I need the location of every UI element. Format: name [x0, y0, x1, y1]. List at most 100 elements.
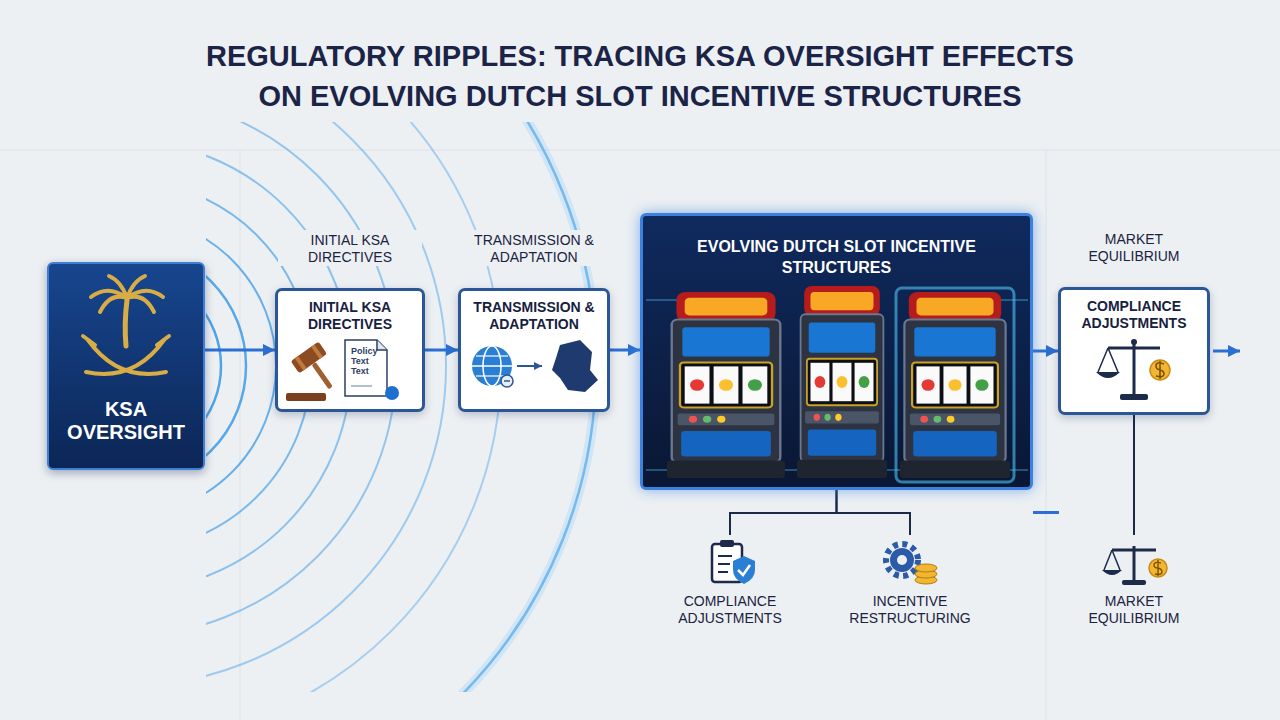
slot-machines — [896, 288, 1014, 482]
saudi-emblem — [86, 340, 164, 374]
scales-icon — [1133, 342, 1136, 396]
clipboard-icon — [712, 544, 742, 582]
grid-line — [0, 150, 1280, 151]
outcome-item: COMPLIANCE ADJUSTMENTS — [655, 535, 805, 645]
scales-icon — [1149, 559, 1167, 577]
saudi-emblem — [127, 276, 145, 298]
tail-arrow — [1213, 351, 1240, 352]
document-icon — [377, 340, 387, 350]
gear-coins-icon — [886, 544, 918, 576]
scales-icon — [1096, 372, 1120, 378]
box-label: COMPLIANCE ADJUSTMENTS — [1061, 297, 1207, 333]
flow-arrow — [1033, 511, 1059, 514]
gear-coins-icon — [890, 548, 914, 572]
outcome-item: MARKET EQUILIBRIUM — [1059, 535, 1209, 645]
slot-machines — [646, 299, 700, 301]
netherlands-map — [552, 340, 598, 392]
saudi-emblem — [83, 336, 95, 345]
process-box: MARKET EQUILIBRIUMCOMPLIANCE ADJUSTMENTS — [1058, 287, 1210, 415]
slot-machines — [646, 300, 1028, 470]
box-heading: INITIAL KSA DIRECTIVES — [278, 230, 422, 266]
clipboard-icon — [738, 565, 750, 575]
gavel-icon — [312, 362, 333, 389]
saudi-emblem — [88, 340, 166, 374]
clipboard-icon — [718, 563, 730, 565]
globe-icon — [476, 375, 508, 376]
document-icon — [385, 386, 399, 400]
flow-arrow — [205, 349, 275, 352]
scales-icon — [1156, 361, 1164, 379]
document-icon — [345, 340, 387, 396]
clipboard-icon — [718, 555, 732, 557]
scales-icon — [1108, 347, 1160, 350]
clipboard-icon — [720, 540, 734, 547]
gear-coins-icon — [915, 576, 937, 584]
panel-heading: EVOLVING DUTCH SLOT INCENTIVE STRUCTURES — [643, 216, 1030, 278]
box-label: INITIAL KSA DIRECTIVES — [278, 298, 422, 334]
clipboard-icon — [733, 556, 755, 584]
outcome-item: INCENTIVE RESTRUCTURING — [835, 535, 985, 645]
gear-coins-icon — [915, 564, 937, 572]
box-heading: MARKET EQUILIBRIUM — [1061, 229, 1207, 265]
gavel-icon — [286, 393, 326, 401]
saudi-emblem — [125, 300, 127, 346]
scales-icon — [1122, 580, 1146, 585]
globe-icon — [501, 375, 513, 387]
branch-line — [1133, 415, 1135, 535]
gavel-icon — [286, 342, 344, 401]
gavel-icon — [291, 342, 345, 398]
gear-coins-icon — [886, 544, 937, 584]
source-box: KSA OVERSIGHT — [47, 262, 205, 470]
outcome-label: COMPLIANCE ADJUSTMENTS — [655, 535, 805, 627]
grid-line — [0, 150, 1280, 720]
slot-machines — [646, 286, 1028, 482]
slot-machines — [667, 292, 785, 478]
document-icon — [345, 340, 399, 400]
saudi-emblem — [109, 276, 127, 298]
globe-icon — [476, 355, 508, 356]
branch-line — [837, 490, 911, 535]
grid-line — [240, 150, 241, 720]
clipboard-icon — [718, 571, 728, 573]
gear-coins-icon — [915, 570, 937, 578]
scales-icon — [1133, 546, 1136, 582]
slot-machines — [646, 469, 1028, 471]
scales-icon — [1154, 560, 1162, 576]
document-icon — [351, 385, 372, 387]
saudi-emblem — [157, 336, 169, 345]
scales-icon — [1104, 550, 1120, 570]
ripple-arcs — [206, 246, 246, 486]
scales-icon — [1150, 360, 1170, 380]
scales-icon — [1131, 339, 1137, 345]
outcome-label: INCENTIVE RESTRUCTURING — [835, 535, 985, 627]
feature-panel: EVOLVING DUTCH SLOT INCENTIVE STRUCTURES — [640, 213, 1033, 490]
globe-icon — [483, 346, 501, 386]
ripple-arcs — [206, 122, 501, 692]
flow-arrow — [610, 349, 640, 352]
ripple-arcs — [206, 271, 221, 461]
ripple-arcs — [206, 216, 276, 516]
globe-icon — [472, 346, 512, 386]
saudi-emblem — [83, 276, 169, 374]
globe-icon — [472, 365, 512, 367]
saudi-emblem — [91, 291, 127, 298]
document-text: Policy Text Text — [351, 346, 381, 376]
gavel-icon — [291, 342, 327, 374]
transfer-arrow — [517, 365, 542, 367]
transfer-arrow — [517, 366, 542, 367]
gear-coins-icon — [897, 555, 907, 565]
tail-arrow — [1213, 350, 1240, 353]
box-label: TRANSMISSION & ADAPTATION — [461, 298, 607, 334]
outcome-label: MARKET EQUILIBRIUM — [1059, 535, 1209, 627]
saudi-emblem — [127, 297, 154, 312]
flow-arrow — [425, 349, 458, 352]
box-heading: TRANSMISSION & ADAPTATION — [461, 230, 607, 266]
slot-machines — [797, 286, 887, 478]
flow-arrow — [1033, 350, 1058, 353]
globe-icon — [472, 346, 513, 387]
gavel-icon — [295, 356, 307, 371]
scales-icon — [1096, 339, 1170, 400]
